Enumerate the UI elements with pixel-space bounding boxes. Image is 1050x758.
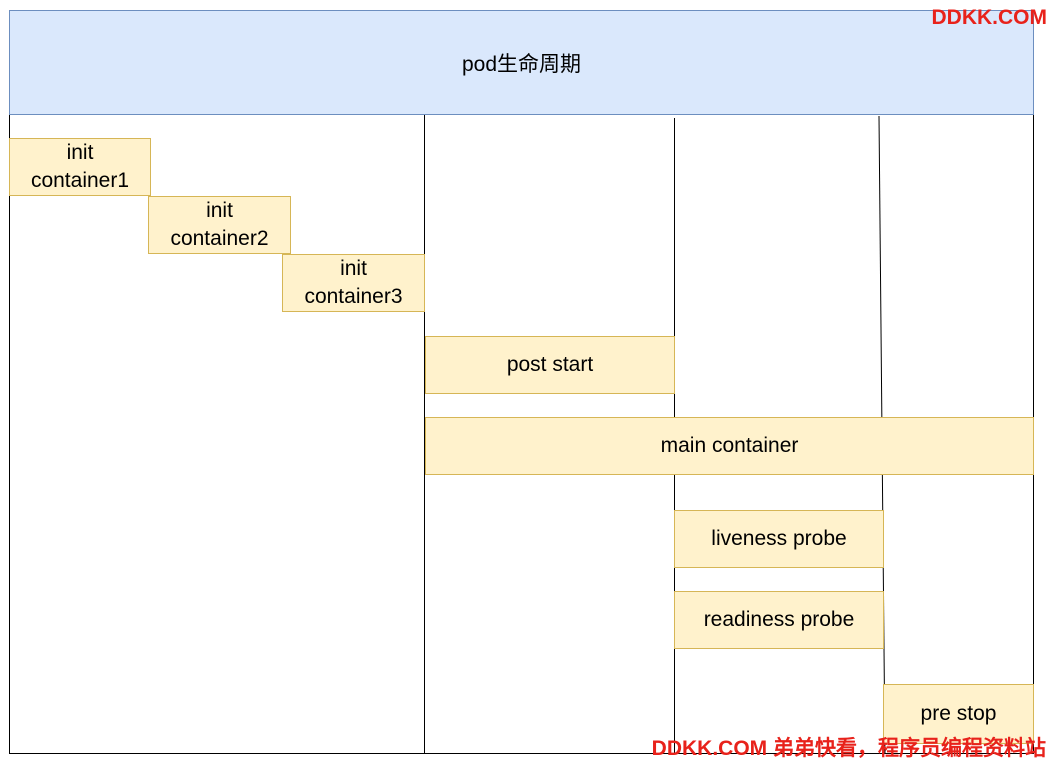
watermark-bottom: DDKK.COM 弟弟快看，程序员编程资料站	[651, 737, 1046, 758]
post-start-box: post start	[425, 336, 675, 394]
pre-stop-box: pre stop	[883, 684, 1034, 744]
timeline-divider-1	[424, 115, 425, 754]
init-container-3-box: init container3	[282, 254, 425, 312]
liveness-probe-box: liveness probe	[674, 510, 884, 568]
frame-left-line	[9, 115, 10, 754]
readiness-probe-box: readiness probe	[674, 591, 884, 649]
frame-bottom-line	[9, 753, 1034, 754]
liveness-probe-label: liveness probe	[711, 527, 847, 550]
init-container-2-label: init container2	[170, 199, 269, 250]
readiness-probe-label: readiness probe	[703, 608, 855, 631]
init-container-1-label: init container1	[30, 141, 130, 192]
diagram-title: pod生命周期	[461, 52, 582, 76]
init-container-2-box: init container2	[148, 196, 291, 254]
init-container-1-box: init container1	[9, 138, 151, 196]
main-container-box: main container	[425, 417, 1034, 475]
watermark-top: DDKK.COM	[931, 6, 1048, 29]
main-container-label: main container	[660, 434, 799, 457]
post-start-label: post start	[506, 353, 594, 376]
pre-stop-label: pre stop	[920, 702, 997, 725]
init-container-3-label: init container3	[304, 257, 403, 308]
diagram-title-bar: pod生命周期	[9, 10, 1034, 115]
